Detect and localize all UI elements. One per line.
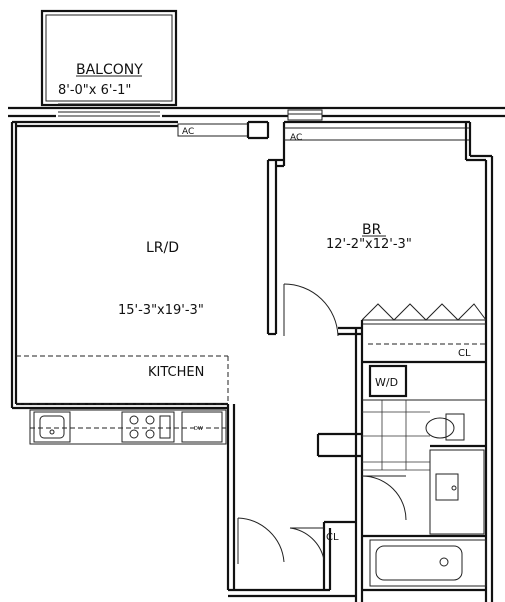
entry-hall [226,356,356,598]
ac-left-label: AC [182,127,194,137]
kitchen-sink-icon [33,411,71,443]
lrd-title: LR/D [146,240,179,256]
kitchen [16,355,228,445]
closet-bedroom-label: CL [458,348,471,359]
kitchen-label: KITCHEN [148,365,204,380]
washer-dryer-label: W/D [375,376,398,389]
closet-entry-label: CL [326,532,339,543]
living-room-walls [10,120,270,410]
toilet-icon [425,413,465,441]
partition-wall [266,158,284,336]
br-dimensions: 12'-2"x12'-3" [326,237,412,252]
balcony-dimensions: 8'-0"x 6'-1" [58,83,131,98]
washer-dryer [362,364,486,401]
balcony-title: BALCONY [76,62,143,78]
stove-icon [121,411,175,443]
ac-right-label: AC [290,133,302,143]
door-swing-icon [237,517,285,564]
br-title: BR [362,222,382,238]
bathtub-icon [362,534,487,592]
bedroom-closet [354,303,487,602]
bathroom [316,400,487,592]
bedroom-walls [282,120,494,602]
exterior-wall-top [8,106,505,121]
balcony [40,9,178,117]
lrd-dimensions: 15'-3"x19'-3" [118,303,204,318]
sink-icon [429,449,485,535]
dishwasher-label: DW [194,426,203,432]
